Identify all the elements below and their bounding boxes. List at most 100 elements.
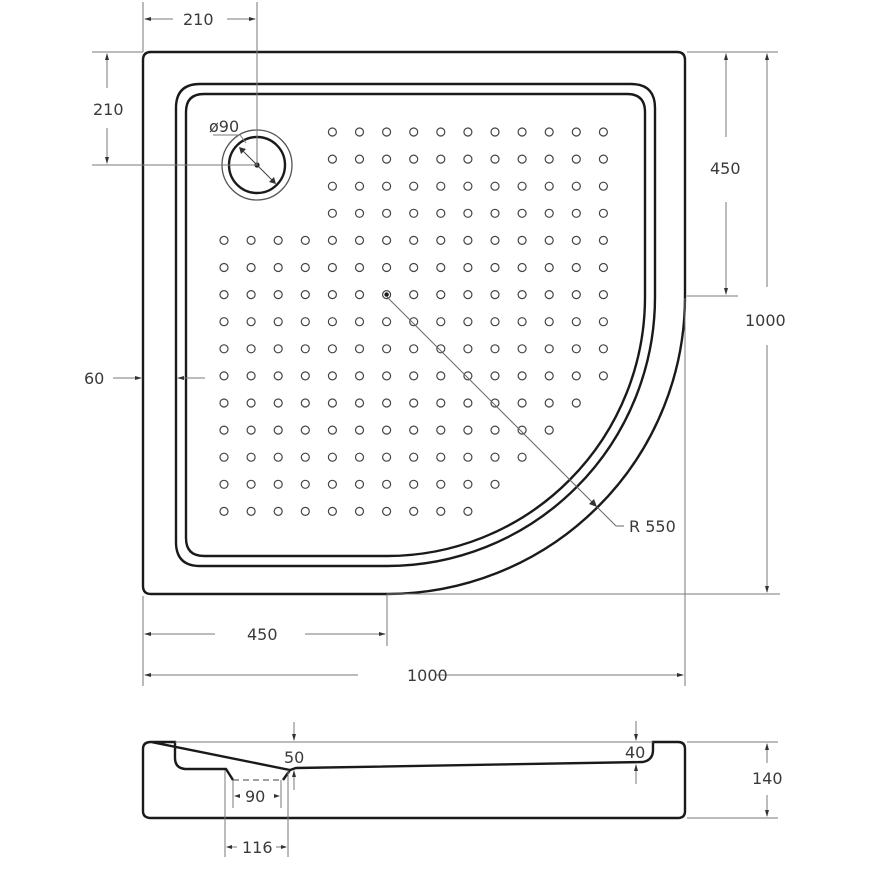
anti-slip-dot xyxy=(409,398,419,408)
anti-slip-dot xyxy=(354,344,365,354)
anti-slip-dot xyxy=(219,506,229,516)
anti-slip-dot xyxy=(463,371,473,381)
anti-slip-dot xyxy=(246,344,256,354)
anti-slip-dot xyxy=(273,344,283,354)
anti-slip-dot xyxy=(327,452,337,462)
anti-slip-dot xyxy=(354,398,365,408)
dim-overall-width xyxy=(144,673,684,677)
anti-slip-dot xyxy=(219,452,229,462)
anti-slip-dot xyxy=(219,262,229,273)
anti-slip-dot xyxy=(544,344,554,354)
anti-slip-dot xyxy=(219,371,229,381)
anti-slip-dot xyxy=(436,344,446,354)
anti-slip-dot xyxy=(273,290,283,300)
tray-outer-outline xyxy=(141,50,687,596)
dim-overall-height xyxy=(687,741,778,819)
anti-slip-dot xyxy=(544,235,554,245)
anti-slip-dot xyxy=(273,479,283,489)
anti-slip-dot xyxy=(571,208,581,218)
anti-slip-dot xyxy=(436,479,446,489)
anti-slip-dot xyxy=(517,181,527,191)
anti-slip-dot xyxy=(598,181,609,191)
anti-slip-dot xyxy=(354,181,365,191)
anti-slip-dot xyxy=(273,371,283,381)
anti-slip-dot xyxy=(300,506,310,516)
anti-slip-dot xyxy=(409,127,419,137)
anti-slip-dot xyxy=(409,452,419,462)
dim-drain-offset-y xyxy=(92,51,257,166)
anti-slip-dot xyxy=(273,506,283,516)
anti-slip-dot xyxy=(327,317,337,327)
anti-slip-dot xyxy=(571,290,581,300)
dim-drain-outer-label: 116 xyxy=(242,838,273,857)
anti-slip-dot xyxy=(490,344,500,354)
anti-slip-dot xyxy=(300,290,310,300)
anti-slip-dot xyxy=(436,317,446,327)
anti-slip-dot xyxy=(544,290,554,300)
anti-slip-dot xyxy=(382,506,392,516)
anti-slip-dot xyxy=(273,262,283,273)
anti-slip-dot xyxy=(327,262,337,273)
anti-slip-dot xyxy=(246,425,256,435)
anti-slip-dot xyxy=(463,452,473,462)
anti-slip-dot xyxy=(300,452,310,462)
dim-bottom-straight-edge-label: 450 xyxy=(247,625,278,644)
anti-slip-dot xyxy=(246,262,256,273)
anti-slip-dot xyxy=(300,317,310,327)
anti-slip-dot xyxy=(571,262,581,273)
anti-slip-dot xyxy=(571,371,581,381)
anti-slip-dot xyxy=(246,506,256,516)
anti-slip-dot xyxy=(436,208,446,218)
anti-slip-dot xyxy=(354,479,365,489)
anti-slip-dot xyxy=(517,425,527,435)
anti-slip-dot xyxy=(517,452,527,462)
dim-bottom-straight-edge xyxy=(142,298,780,686)
anti-slip-dot xyxy=(354,290,365,300)
anti-slip-dot xyxy=(354,127,365,137)
anti-slip-dot xyxy=(219,290,229,300)
anti-slip-dot xyxy=(409,371,419,381)
anti-slip-dot xyxy=(517,290,527,300)
anti-slip-dot xyxy=(436,127,446,137)
anti-slip-dot xyxy=(544,398,554,408)
anti-slip-dot xyxy=(382,235,392,245)
anti-slip-dot xyxy=(409,479,419,489)
anti-slip-dot xyxy=(246,317,256,327)
anti-slip-dot xyxy=(409,317,419,327)
plan-view: ø90 R 550 210 210 xyxy=(84,2,786,686)
anti-slip-dot xyxy=(354,235,365,245)
anti-slip-dot xyxy=(544,127,554,137)
anti-slip-dot xyxy=(273,398,283,408)
anti-slip-dot xyxy=(571,127,581,137)
anti-slip-dot xyxy=(490,262,500,273)
anti-slip-dot xyxy=(436,235,446,245)
anti-slip-dot xyxy=(598,371,609,381)
anti-slip-dot xyxy=(463,208,473,218)
dim-overall-depth-label: 1000 xyxy=(745,311,786,330)
anti-slip-dot xyxy=(300,425,310,435)
anti-slip-dot xyxy=(544,181,554,191)
anti-slip-dot xyxy=(463,398,473,408)
anti-slip-dot xyxy=(463,154,473,164)
dim-right-straight-edge xyxy=(687,51,778,297)
anti-slip-dot xyxy=(517,262,527,273)
anti-slip-dot xyxy=(598,235,609,245)
anti-slip-dot xyxy=(436,371,446,381)
dim-rim-depth-label: 40 xyxy=(625,743,645,762)
anti-slip-dot xyxy=(490,425,500,435)
anti-slip-dot xyxy=(409,181,419,191)
dim-drain-offset-x-label: 210 xyxy=(183,10,214,29)
anti-slip-dot xyxy=(490,479,500,489)
anti-slip-dot xyxy=(571,235,581,245)
anti-slip-dot xyxy=(517,398,527,408)
anti-slip-dot xyxy=(436,398,446,408)
anti-slip-dot xyxy=(382,262,392,273)
anti-slip-dot xyxy=(463,425,473,435)
anti-slip-dot xyxy=(354,452,365,462)
anti-slip-dot xyxy=(300,371,310,381)
anti-slip-dot xyxy=(382,479,392,489)
anti-slip-dot xyxy=(571,344,581,354)
arc-center-marker xyxy=(384,292,389,297)
anti-slip-dot xyxy=(354,262,365,273)
